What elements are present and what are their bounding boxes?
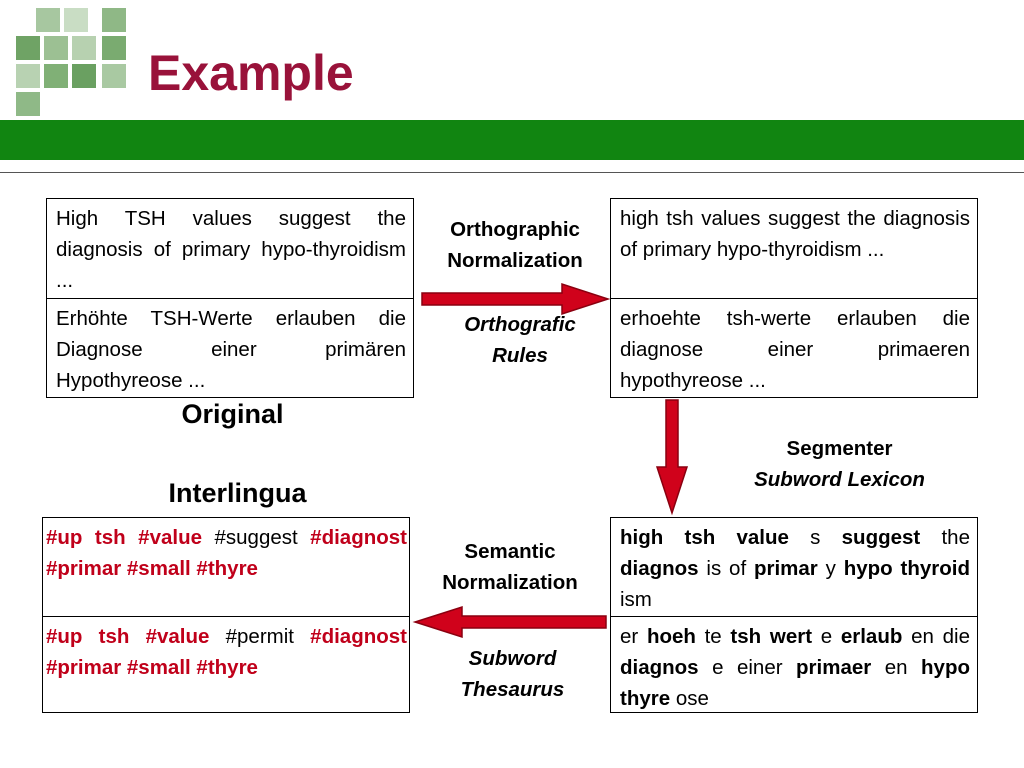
segmented-english-text: high tsh value s suggest the diagnos is … [620, 526, 970, 611]
arrow-down-icon [655, 399, 689, 516]
original-label: Original [181, 399, 284, 429]
semantic-normalization-heading: Semantic Normalization [442, 540, 578, 594]
title-bar [0, 120, 1024, 160]
divider-line [0, 172, 1024, 173]
normalized-english-text: high tsh values suggest the diagnosis of… [620, 207, 970, 261]
arrow-right-icon [421, 282, 611, 316]
original-english-text: High TSH values suggest the diagnosis of… [56, 207, 406, 292]
logo [16, 6, 130, 118]
subword-thesaurus-label: Subword Thesaurus [460, 647, 565, 701]
original-text-box: High TSH values suggest the diagnosis of… [46, 198, 414, 398]
normalized-text-box: high tsh values suggest the diagnosis of… [610, 198, 978, 398]
interlingua-label: Interlingua [168, 478, 307, 508]
segmented-german-text: er hoeh te tsh wert e erlaub en die diag… [611, 616, 977, 714]
segmented-text-box: high tsh value s suggest the diagnos is … [610, 517, 978, 713]
segmenter-label: Segmenter Subword Lexicon [754, 437, 925, 491]
interlingua-english-text: #up tsh #value #suggest #diagnost #prima… [46, 526, 407, 580]
interlingua-german-text: #up tsh #value #permit #diagnost #primar… [43, 616, 409, 714]
original-german-text: Erhöhte TSH-Werte erlauben die Diagnose … [47, 298, 413, 397]
arrow-left-icon [412, 605, 607, 639]
slide-title: Example [148, 45, 354, 101]
ortho-normalization-heading: Orthographic Normalization [447, 218, 583, 272]
interlingua-text-box: #up tsh #value #suggest #diagnost #prima… [42, 517, 410, 713]
ortho-rules-label: Orthografic Rules [464, 313, 576, 367]
normalized-german-text: erhoehte tsh-werte erlauben die diagnose… [611, 298, 977, 397]
